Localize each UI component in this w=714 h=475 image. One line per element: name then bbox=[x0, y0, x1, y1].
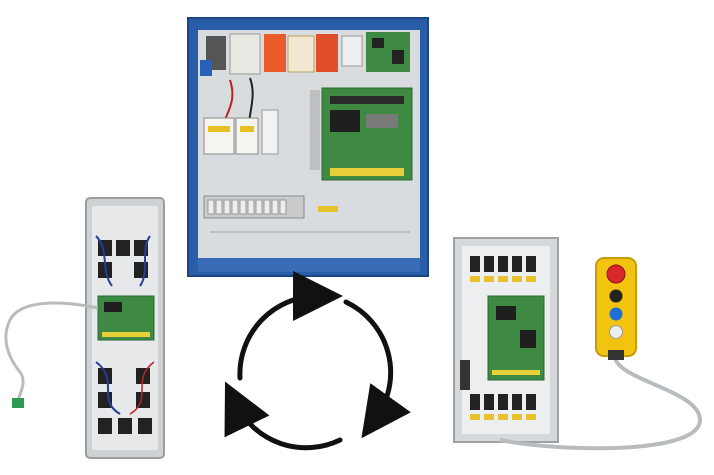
car-top-box bbox=[4, 197, 165, 459]
pendant-station bbox=[499, 257, 703, 451]
control-cabinet bbox=[187, 17, 429, 277]
inspection-unit bbox=[453, 237, 559, 443]
cycle-arrows bbox=[224, 270, 411, 451]
